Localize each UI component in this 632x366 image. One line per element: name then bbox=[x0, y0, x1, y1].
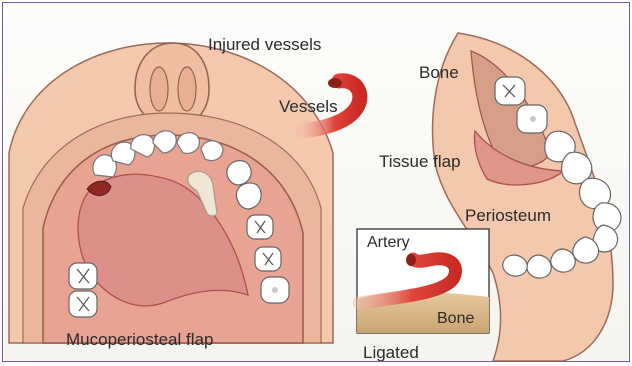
label-vessels: Vessels bbox=[279, 98, 338, 115]
palate-view bbox=[9, 43, 333, 343]
label-periosteum: Periosteum bbox=[465, 207, 551, 224]
illustration bbox=[3, 3, 630, 362]
label-tissue-flap: Tissue flap bbox=[379, 153, 461, 170]
label-ligated: Ligated bbox=[363, 344, 419, 361]
label-injured-vessels: Injured vessels bbox=[208, 36, 321, 53]
vessel-cut-end bbox=[328, 78, 342, 88]
label-mucoperiosteal-flap: Mucoperiosteal flap bbox=[66, 331, 213, 348]
figure-frame: Injured vessels Vessels Bone Tissue flap… bbox=[2, 2, 630, 362]
label-bone-inset: Bone bbox=[437, 311, 474, 327]
label-artery: Artery bbox=[367, 235, 410, 251]
artery-ligature bbox=[406, 254, 416, 266]
label-bone: Bone bbox=[419, 64, 459, 81]
